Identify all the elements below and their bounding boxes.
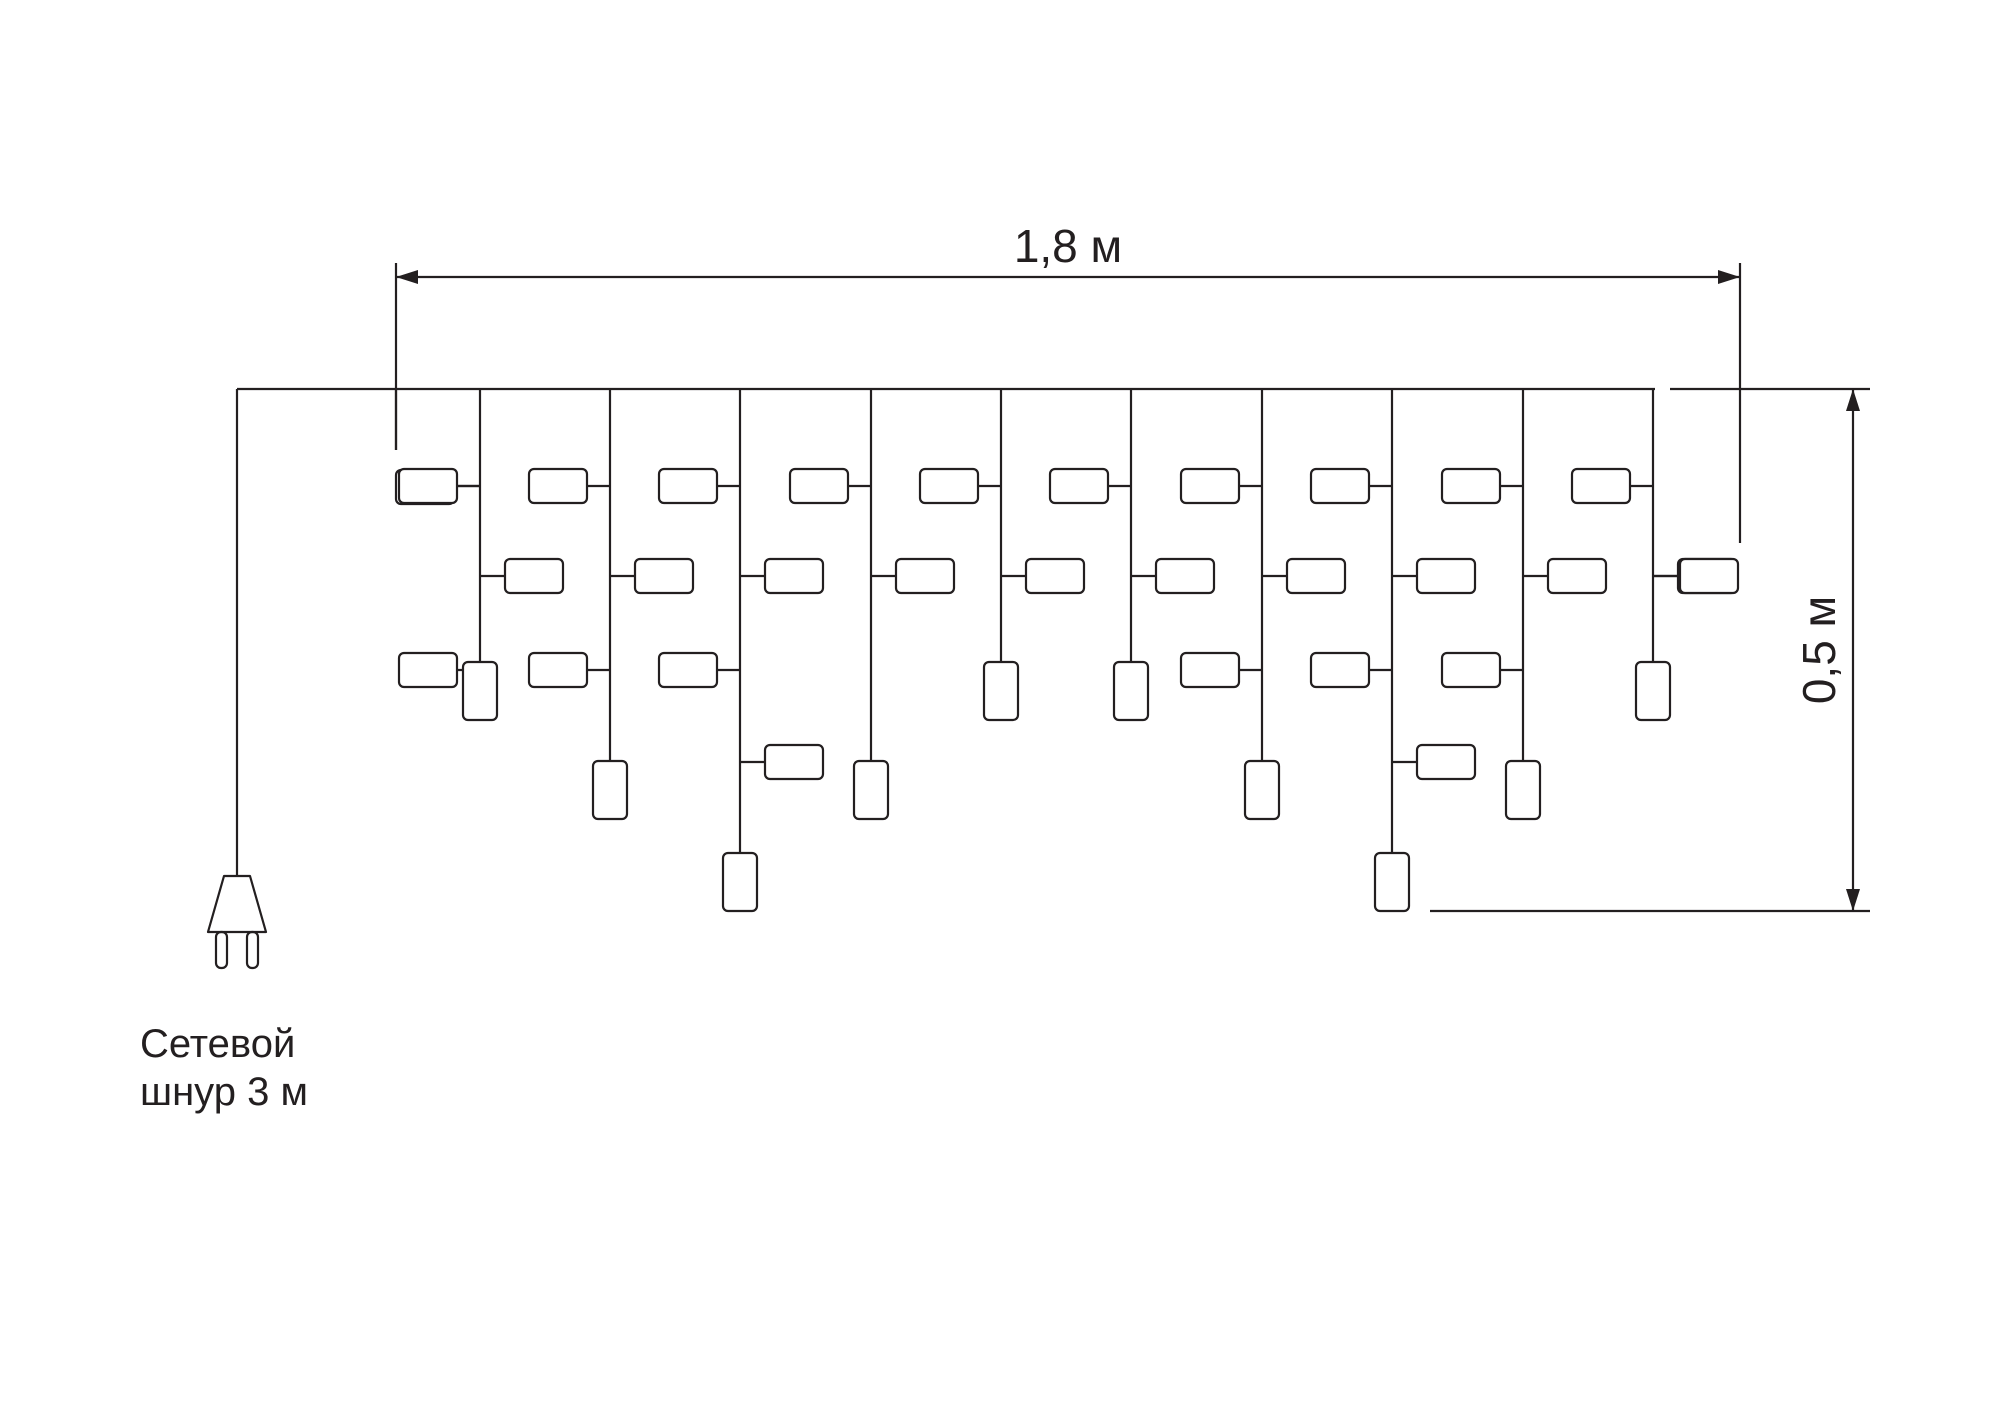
led-bulb xyxy=(1546,557,1608,595)
led-bulb xyxy=(1024,557,1086,595)
power-cord-label-line1: Сетевой xyxy=(140,1022,296,1066)
led-bulb xyxy=(397,651,459,689)
led-bulb-end xyxy=(461,660,499,722)
power-cord-label-line2: шнур 3 м xyxy=(140,1070,308,1114)
led-bulb-end xyxy=(1373,851,1411,913)
led-bulb-end xyxy=(591,759,629,821)
led-bulb-end xyxy=(852,759,890,821)
led-bulb-end xyxy=(1634,660,1672,722)
power-plug-icon xyxy=(206,874,268,970)
led-bulb xyxy=(918,467,980,505)
led-bulb xyxy=(503,557,565,595)
width-dimension: 1,8 м xyxy=(394,220,1742,543)
height-dimension: 0,5 м xyxy=(1430,387,1870,913)
led-bulb xyxy=(1285,557,1347,595)
led-bulb xyxy=(1440,467,1502,505)
led-bulb-end xyxy=(721,851,759,913)
led-bulb xyxy=(763,743,825,781)
led-bulb xyxy=(1440,651,1502,689)
led-bulb-end xyxy=(982,660,1020,722)
led-bulb xyxy=(1415,743,1477,781)
height-label: 0,5 м xyxy=(1793,596,1845,704)
led-bulb xyxy=(1415,557,1477,595)
led-bulb xyxy=(527,467,589,505)
led-bulb xyxy=(1179,651,1241,689)
icicle-drops xyxy=(394,389,1740,913)
led-bulb xyxy=(1154,557,1216,595)
led-bulb xyxy=(763,557,825,595)
led-bulb xyxy=(657,651,719,689)
main-wire xyxy=(235,387,1655,875)
led-bulb-end xyxy=(1504,759,1542,821)
led-bulb xyxy=(397,467,459,505)
width-label: 1,8 м xyxy=(1014,220,1122,272)
led-bulb xyxy=(657,467,719,505)
led-bulb xyxy=(894,557,956,595)
led-bulb xyxy=(527,651,589,689)
led-bulb xyxy=(1179,467,1241,505)
power-cord-label: Сетевой шнур 3 м xyxy=(140,1020,308,1116)
led-bulb xyxy=(1570,467,1632,505)
led-bulb xyxy=(788,467,850,505)
led-bulb xyxy=(633,557,695,595)
led-bulb xyxy=(1678,557,1740,595)
led-bulb-end xyxy=(1112,660,1150,722)
led-bulb xyxy=(1048,467,1110,505)
led-bulb xyxy=(1309,651,1371,689)
led-bulb xyxy=(1309,467,1371,505)
led-bulb-end xyxy=(1243,759,1281,821)
